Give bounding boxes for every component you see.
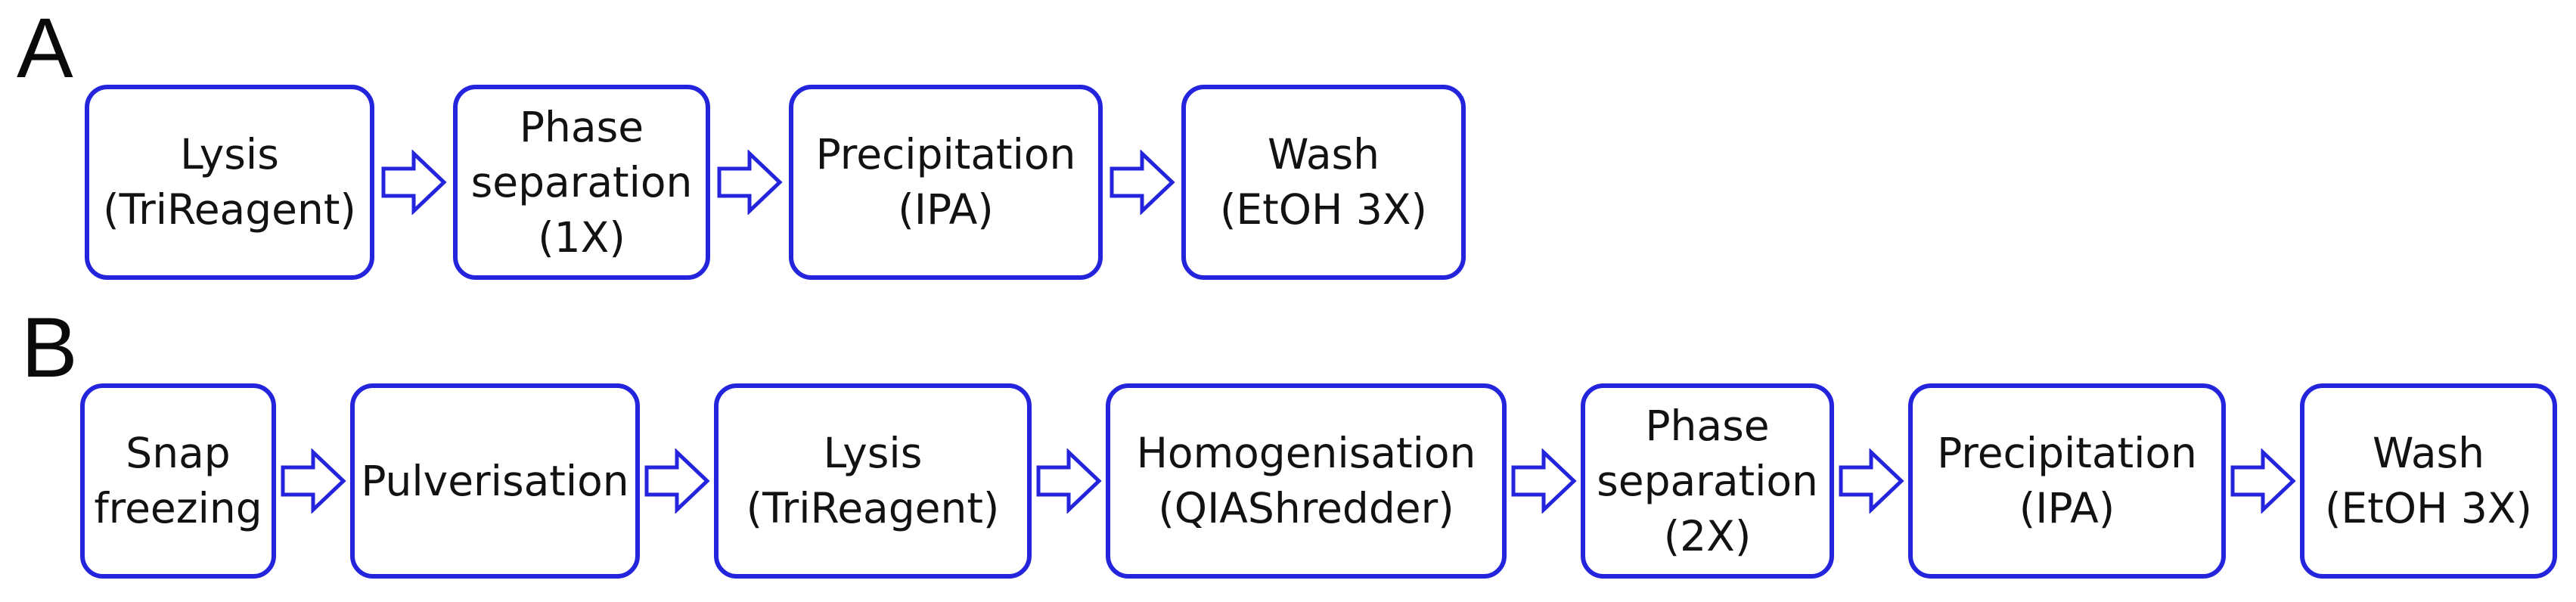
step-text-line: Lysis xyxy=(823,429,923,477)
right-arrow-icon xyxy=(280,448,346,514)
step-text-line: Precipitation xyxy=(815,130,1076,178)
panel-a-label: A xyxy=(17,1,73,95)
right-arrow-icon xyxy=(716,150,783,215)
step-text-line: Wash xyxy=(2372,429,2485,477)
step-text-line: Wash xyxy=(1267,130,1380,178)
step-text-line: separation xyxy=(1597,456,1818,505)
step-text-line: (TriReagent) xyxy=(103,185,356,234)
step-text-line: (1X) xyxy=(538,213,625,262)
right-arrow-icon xyxy=(2230,448,2296,514)
step-text-line: (QIAShredder) xyxy=(1158,484,1454,532)
step-text-line: (EtOH 3X) xyxy=(2324,484,2533,532)
step-precipitation: Precipitation (IPA) xyxy=(789,85,1103,280)
step-text-line: Phase xyxy=(519,102,644,151)
step-text-line: (EtOH 3X) xyxy=(1219,185,1428,234)
step-snap-freezing: Snap freezing xyxy=(80,383,276,579)
step-text-line: freezing xyxy=(94,484,262,532)
step-pulverisation: Pulverisation xyxy=(350,383,640,579)
right-arrow-icon xyxy=(1838,448,1904,514)
step-text-line: (TriReagent) xyxy=(746,484,1000,532)
step-wash: Wash (EtOH 3X) xyxy=(2300,383,2557,579)
step-text-line: Homogenisation xyxy=(1136,429,1476,477)
step-precipitation: Precipitation (IPA) xyxy=(1908,383,2226,579)
panel-b-flow-row: Snap freezing Pulverisation Lysis (TriRe… xyxy=(80,383,2557,579)
panel-b-label: B xyxy=(21,300,78,395)
step-text-line: (IPA) xyxy=(2019,484,2115,532)
step-text-line: Phase xyxy=(1645,401,1770,450)
panel-a-flow-row: Lysis (TriReagent) Phase separation (1X)… xyxy=(85,85,1466,280)
right-arrow-icon xyxy=(644,448,710,514)
step-wash: Wash (EtOH 3X) xyxy=(1181,85,1466,280)
step-text-line: Precipitation xyxy=(1937,429,2197,477)
step-text-line: (2X) xyxy=(1663,511,1752,560)
step-text-line: Snap xyxy=(126,429,231,477)
right-arrow-icon xyxy=(1109,150,1175,215)
right-arrow-icon xyxy=(1510,448,1577,514)
right-arrow-icon xyxy=(1035,448,1102,514)
step-text-line: separation xyxy=(470,157,693,206)
step-text-line: (IPA) xyxy=(898,185,994,234)
step-phase-separation: Phase separation (1X) xyxy=(453,85,710,280)
step-text-line: Lysis xyxy=(180,130,279,178)
right-arrow-icon xyxy=(380,150,447,215)
step-text-line: Pulverisation xyxy=(361,456,629,505)
step-lysis: Lysis (TriReagent) xyxy=(85,85,374,280)
step-lysis: Lysis (TriReagent) xyxy=(714,383,1032,579)
step-homogenisation: Homogenisation (QIAShredder) xyxy=(1106,383,1507,579)
step-phase-separation: Phase separation (2X) xyxy=(1581,383,1834,579)
